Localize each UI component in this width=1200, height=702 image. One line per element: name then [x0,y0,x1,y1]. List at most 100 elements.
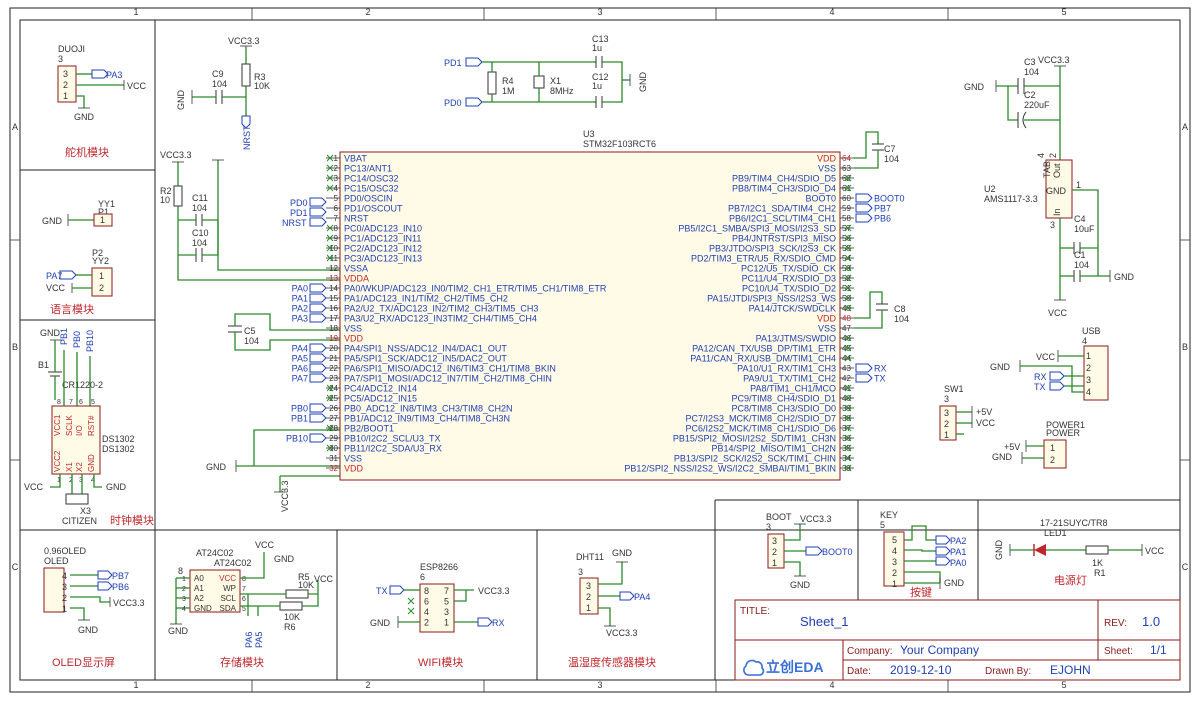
ds1302-ref: DS1302 [102,434,135,444]
osc-c13-ref: C13 [592,34,609,44]
sw1-pin-1: 1 [944,430,949,440]
dht-pin-2: 2 [586,592,591,602]
mcu-pin-num: 26 [329,404,338,413]
led-r1-ref: R1 [1094,568,1106,578]
sw1-pin-2: 2 [944,419,949,429]
servo-gnd: GND [74,112,95,122]
reg-pin4: 4 [1036,153,1046,158]
mcu-pin-name: PC2/ADC123_IN12 [344,244,422,254]
sw1-switch: SW1 3 3 2 1 +5V VCC [939,384,996,441]
sheet-title: Sheet_1 [800,614,848,629]
mcu-pin-num: 29 [329,434,338,443]
aux-r2-val: 10 [160,195,170,205]
mcu-left-support: VCC3.3 R2 10 C11 104 C10 104 PD0 PD1 NRS… [160,150,340,512]
mcu-pin-name: PB1/ADC12_IN9/TIM3_CH4/TIM8_CH3N [344,414,510,424]
mcu-pin-num: 23 [329,374,338,383]
ds1302-pin-label: VCC2 [53,450,62,472]
mcu-net-flag-label: PA5 [292,354,308,364]
mcu-pin-name: PC6/I2S2_MCK/TIM8_CH1/SDIO_D6 [685,424,836,434]
oled-module-title: OLED显示屏 [52,656,115,669]
mcu-pin-name: PC10/U4_TX/SDIO_D2 [742,284,836,294]
ds1302-pin-num: 7 [69,399,73,406]
mcu-pin-num: 34 [842,454,851,463]
wifi-rx-net: RX [492,618,505,628]
esp8266-pin-num: 4 [424,607,429,617]
dht-module-title: 温湿度传感器模块 [568,655,656,669]
mcu-net-flag-label: PA1 [292,294,308,304]
reg-tab: TAB [1042,161,1052,178]
key-net-pa0: PA0 [950,558,966,568]
mcu-pin-num: 46 [842,334,851,343]
mcu-pin-num: 62 [842,174,851,183]
usb-rx: RX [1034,372,1047,382]
sw1-ref: SW1 [944,384,964,394]
at24c02-pin-num: 3 [182,596,186,603]
mcu-pin-name: PA7/SPI1_MOSI/ADC12_IN7/TIM_CH2/TIM8_CHI… [344,374,552,384]
mcu-pin-num: 20 [329,344,338,353]
voice-p1-name: P1 [98,207,109,217]
mcu-pin-num: 61 [842,184,851,193]
at24c02-pin-num: 6 [242,596,246,603]
mcu-pin-name: PC3/ADC123_IN13 [344,254,422,264]
esp8266-pin-num: 1 [444,618,449,628]
mcu-pin-num: 9 [334,234,339,243]
storage-net-pa5: PA5 [254,632,264,648]
osc-x1-ref: X1 [550,76,561,86]
mcu-pin-name: NRST [344,214,369,224]
aux-net-nrst: NRST [282,218,307,228]
mcu-pin-name: PB6/I2C1_SCL/TIM4_CH1 [729,214,836,224]
clock-module: GND B1 CR1220-2 PB1 PB0 PB10 VCC18SCLK7I… [24,328,154,527]
mcu-pin-num: 51 [842,284,851,293]
mcu-pin-name: PA5/SPI1_SCK/ADC12_IN5/DAC2_OUT [344,354,507,364]
mcu-net-flag-label: PA3 [292,314,308,324]
wifi-gnd: GND [370,618,391,628]
key-module: KEY 5 5 4 3 2 1 PA2 PA1 PA0 GND 按键 [880,510,966,599]
at24c02-pin-label: VCC [219,574,236,583]
reg-c4-val: 10uF [1074,224,1095,234]
dht-net-pa4: PA4 [634,592,650,602]
mcu-pin-num: 56 [842,234,851,243]
mcu-pin-num: 32 [329,464,338,473]
storage-chip-ref: AT24C02 [196,548,233,558]
power1-5v: +5V [1004,442,1020,452]
ruler-col-label: 4 [829,680,834,690]
mcu-pin-num: 37 [842,424,851,433]
ds1302-pin-num: 3 [79,477,83,484]
rev-value: 1.0 [1142,614,1160,629]
mcu-pin-name: PC15/OSC32 [344,184,399,194]
storage-module: VCC AT24C02 8 AT24C02 GND A01A12A23GND4V… [168,540,334,669]
led-part: 17-21SUYC/TR8 [1040,518,1108,528]
ds1302-pin-num: 6 [79,399,83,406]
mcu-net-flag-label: BOOT0 [874,194,905,204]
key-module-title: 按键 [910,585,932,599]
mcu-pin-num: 4 [334,184,339,193]
oled-gnd: GND [78,625,99,635]
ruler-row-label: C [1182,562,1189,572]
mcu-pin-name: PB15/SPI2_MOSI/I2S2_SD/TIM1_CH3N [673,434,836,444]
mcu-net-flag-label: PA0 [292,284,308,294]
mcu-pin-name: PC13/ANT1 [344,164,392,174]
voice-p2-pin-1: 1 [99,271,104,281]
power1-pin-1: 1 [1050,443,1055,453]
mcu-pin-name: PB5/I2C1_SMBA/SPI3_MOSI/I2S3_SD [678,224,836,234]
mcu-pin-name: PA6/SPI1_MISO/ADC12_IN6/TIM3_CH1/TIM8_BK… [344,364,556,374]
ruler-col-label: 3 [597,7,602,17]
usb-pin-1: 1 [1086,351,1091,361]
oled-pin-3: 3 [62,582,67,592]
key-pin-2: 2 [892,568,897,578]
voice-p2-name: P2 [92,248,103,258]
ds1302-chip [51,405,101,475]
mcu-pin-name: PC1/ADC123_IN11 [344,234,421,244]
esp8266-pin-num: 5 [444,597,449,607]
aux-c11-val: 104 [192,203,207,213]
reg-pin1: 1 [1076,180,1081,190]
storage-vcc-top: VCC [255,540,275,550]
mcu-c7-val: 104 [884,154,899,164]
voice-gnd: GND [42,216,63,226]
key-pin-5: 5 [892,535,897,545]
reg-out: Out [1052,163,1062,178]
storage-r6-ref: R6 [284,622,296,632]
mcu-pin-name: PB2/BOOT1 [344,424,394,434]
mcu-pin-name: PB10/I2C2_SCL/U3_TX [344,434,441,444]
esp8266-header [419,583,455,633]
